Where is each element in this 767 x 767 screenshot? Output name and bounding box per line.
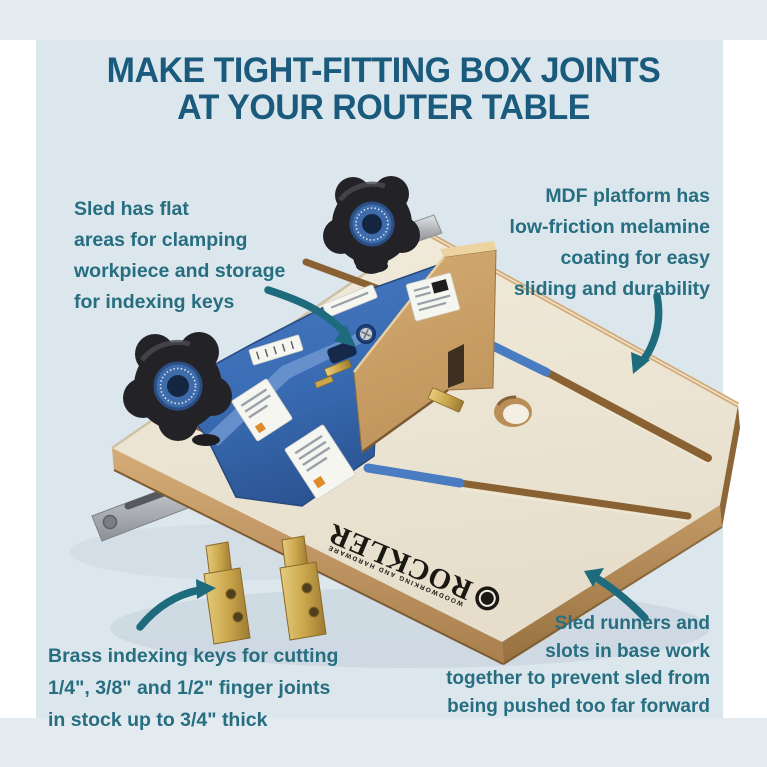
ruler-sticker [248, 334, 304, 366]
title-line-2: AT YOUR ROUTER TABLE [177, 88, 590, 127]
callout-line: slots in base work [545, 640, 710, 662]
clamp-knob-rear [323, 176, 420, 274]
callout-sled-runners: Sled runners and slots in base work toge… [446, 610, 710, 720]
sled-runners [363, 339, 551, 488]
arrow-to-keys [136, 579, 216, 631]
callout-line: areas for clamping [74, 229, 248, 251]
arrow-to-edge [584, 568, 649, 622]
arrow-to-platform [631, 292, 663, 374]
callout-brass-keys: Brass indexing keys for cutting 1/4", 3/… [48, 640, 338, 736]
fence-notch [448, 344, 464, 388]
callout-sled: Sled has flat areas for clamping workpie… [74, 194, 285, 318]
callout-line: 1/4", 3/8" and 1/2" finger joints [48, 677, 331, 699]
callout-line: together to prevent sled from [446, 668, 710, 689]
title-line-1: MAKE TIGHT-FITTING BOX JOINTS [106, 51, 661, 90]
brass-key-in-fence [428, 387, 464, 413]
callout-line: low-friction melamine [509, 216, 710, 238]
arrow-to-sled [264, 286, 356, 347]
callout-line: in stock up to 3/4" thick [48, 709, 268, 731]
callout-line: coating for easy [560, 247, 710, 269]
platform-hole [494, 395, 532, 427]
sled-rear-labels [322, 272, 461, 344]
left-margin [0, 40, 36, 718]
page-title: MAKE TIGHT-FITTING BOX JOINTS AT YOUR RO… [12, 52, 756, 126]
brass-keys [203, 535, 327, 645]
callout-mdf-platform: MDF platform has low-friction melamine c… [510, 181, 710, 305]
callout-line: for indexing keys [74, 291, 235, 313]
clamp-knob-front [123, 332, 232, 446]
callout-line: Sled has flat [74, 198, 189, 220]
key-storage-pocket [314, 340, 357, 389]
fence [353, 241, 497, 454]
callout-line: Sled runners and [554, 613, 710, 634]
right-margin [723, 40, 767, 718]
callout-line: workpiece and storage [74, 260, 286, 282]
callout-line: being pushed too far forward [447, 695, 710, 717]
callout-line: sliding and durability [513, 278, 710, 300]
callout-line: MDF platform has [545, 185, 710, 207]
callout-line: Brass indexing keys for cutting [48, 645, 339, 667]
